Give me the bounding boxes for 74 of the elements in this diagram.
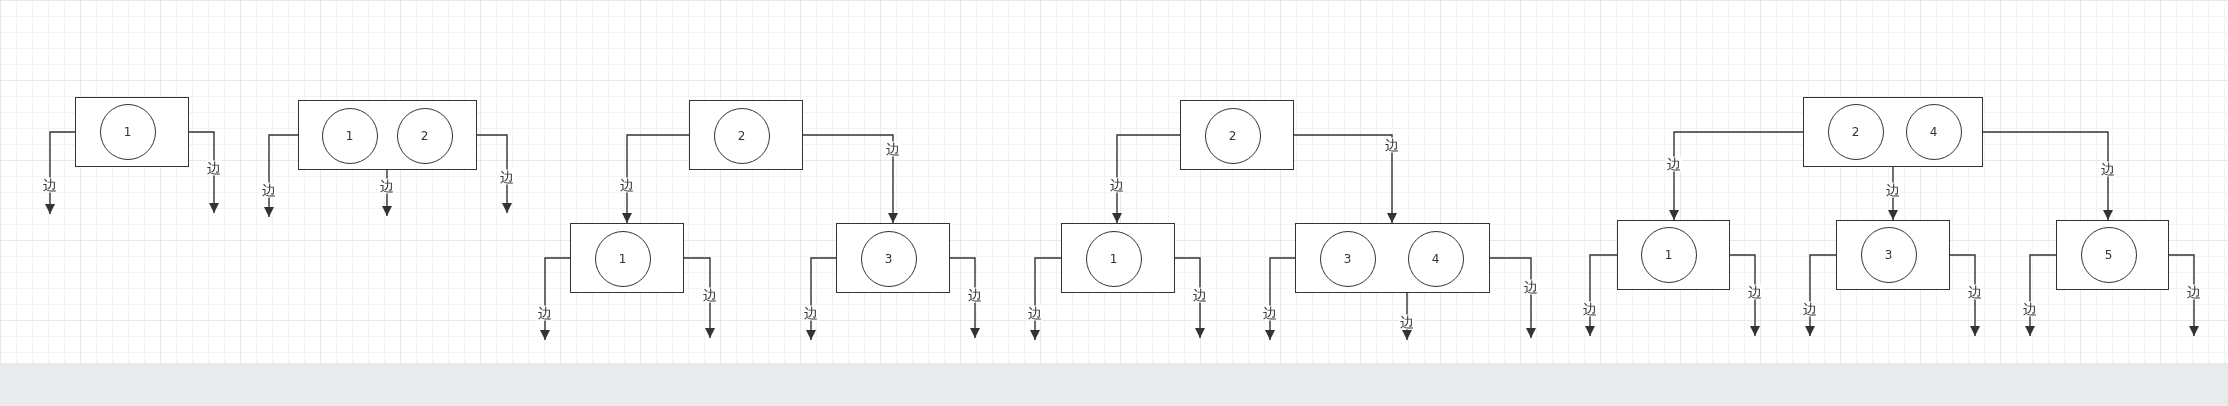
edge-label: 边 <box>1384 137 1400 153</box>
edge-label: 边 <box>1802 301 1818 317</box>
edge-label: 边 <box>206 160 222 176</box>
node-box <box>1617 220 1730 290</box>
circle-node: 1 <box>594 230 651 287</box>
circle-node: 3 <box>860 230 917 287</box>
circle-node: 1 <box>99 103 156 160</box>
arrow <box>1030 257 1062 341</box>
node-box <box>570 223 684 293</box>
circle-node: 2 <box>713 107 770 164</box>
edge-label: 边 <box>803 305 819 321</box>
node-box <box>836 223 950 293</box>
node-box <box>298 100 477 170</box>
edge-label: 边 <box>537 305 553 321</box>
circle-node: 2 <box>1204 107 1261 164</box>
arrow <box>1265 257 1296 341</box>
arrow <box>1293 134 1397 224</box>
arrow <box>540 257 571 341</box>
arrow <box>806 257 837 341</box>
circle-node: 3 <box>1319 230 1376 287</box>
circle-node: 1 <box>321 107 378 164</box>
circle-node: 1 <box>1085 230 1142 287</box>
arrow <box>802 134 898 224</box>
arrow <box>2025 254 2057 337</box>
node-box <box>689 100 803 170</box>
arrow <box>1489 257 1536 339</box>
circle-node: 2 <box>1827 103 1884 160</box>
edge-label: 边 <box>379 178 395 194</box>
node-box <box>1061 223 1175 293</box>
edge-label: 边 <box>1967 284 1983 300</box>
edge-label: 边 <box>1666 156 1682 172</box>
arrow <box>949 257 980 339</box>
edge-label: 边 <box>42 177 58 193</box>
circle-node: 4 <box>1407 230 1464 287</box>
edge-label: 边 <box>1399 314 1415 330</box>
edge-label: 边 <box>1192 287 1208 303</box>
node-box <box>2056 220 2169 290</box>
edge-label: 边 <box>2186 284 2202 300</box>
edge-label: 边 <box>1582 301 1598 317</box>
node-box <box>1295 223 1490 293</box>
edge-label: 边 <box>619 177 635 193</box>
arrow <box>476 134 512 214</box>
arrow <box>683 257 715 339</box>
edge-label: 边 <box>2022 301 2038 317</box>
edge-label: 边 <box>1262 305 1278 321</box>
circle-node: 5 <box>2080 226 2137 283</box>
circle-node: 1 <box>1640 226 1697 283</box>
edge-label: 边 <box>967 287 983 303</box>
arrow <box>622 134 690 224</box>
arrow <box>1112 134 1181 224</box>
edge-label: 边 <box>885 141 901 157</box>
node-box <box>1803 97 1983 167</box>
edge-label: 边 <box>1885 182 1901 198</box>
arrow <box>264 134 299 218</box>
edge-label: 边 <box>1109 177 1125 193</box>
edge-label: 边 <box>261 182 277 198</box>
edge-label: 边 <box>1523 279 1539 295</box>
circle-node: 3 <box>1860 226 1917 283</box>
arrow <box>1585 254 1618 337</box>
arrow <box>1669 131 1804 221</box>
edge-label: 边 <box>2100 161 2116 177</box>
node-box <box>1180 100 1294 170</box>
circle-node: 2 <box>396 107 453 164</box>
arrow <box>1805 254 1837 337</box>
circle-node: 4 <box>1905 103 1962 160</box>
arrow <box>188 131 219 214</box>
node-box <box>1836 220 1950 290</box>
edge-label: 边 <box>499 169 515 185</box>
edge-label: 边 <box>1747 284 1763 300</box>
arrow <box>1174 257 1205 339</box>
node-box <box>75 97 189 167</box>
edge-label: 边 <box>1027 305 1043 321</box>
edge-label: 边 <box>702 287 718 303</box>
arrow <box>1982 131 2113 221</box>
